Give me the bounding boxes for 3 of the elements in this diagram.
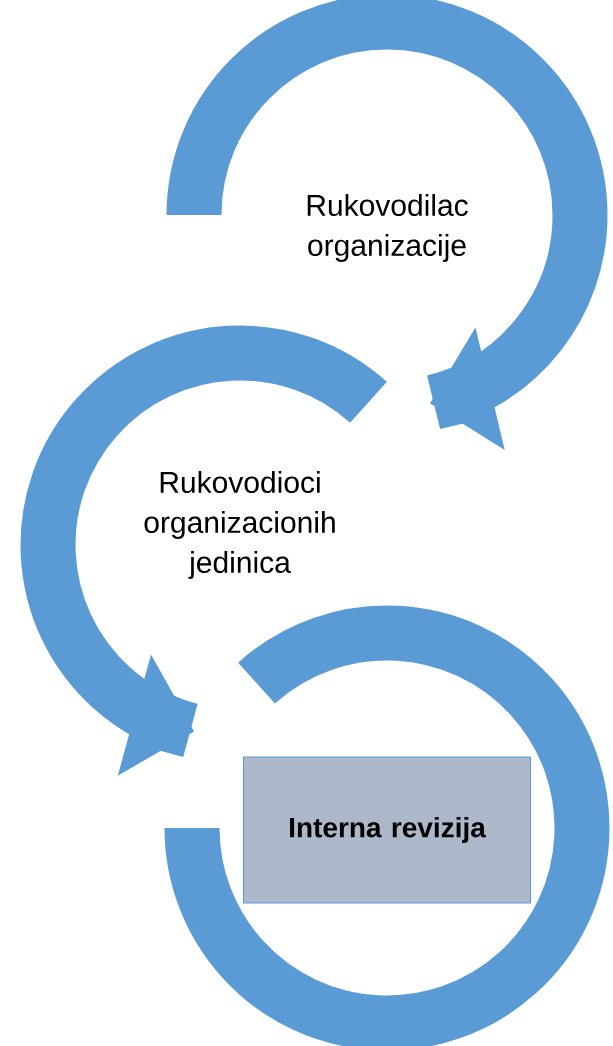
process-box: Interna revizija (243, 756, 531, 904)
node-label: Rukovodilac organizacije (307, 194, 468, 262)
node-label: Rukovodioci organizacionih jedinica (144, 471, 335, 579)
